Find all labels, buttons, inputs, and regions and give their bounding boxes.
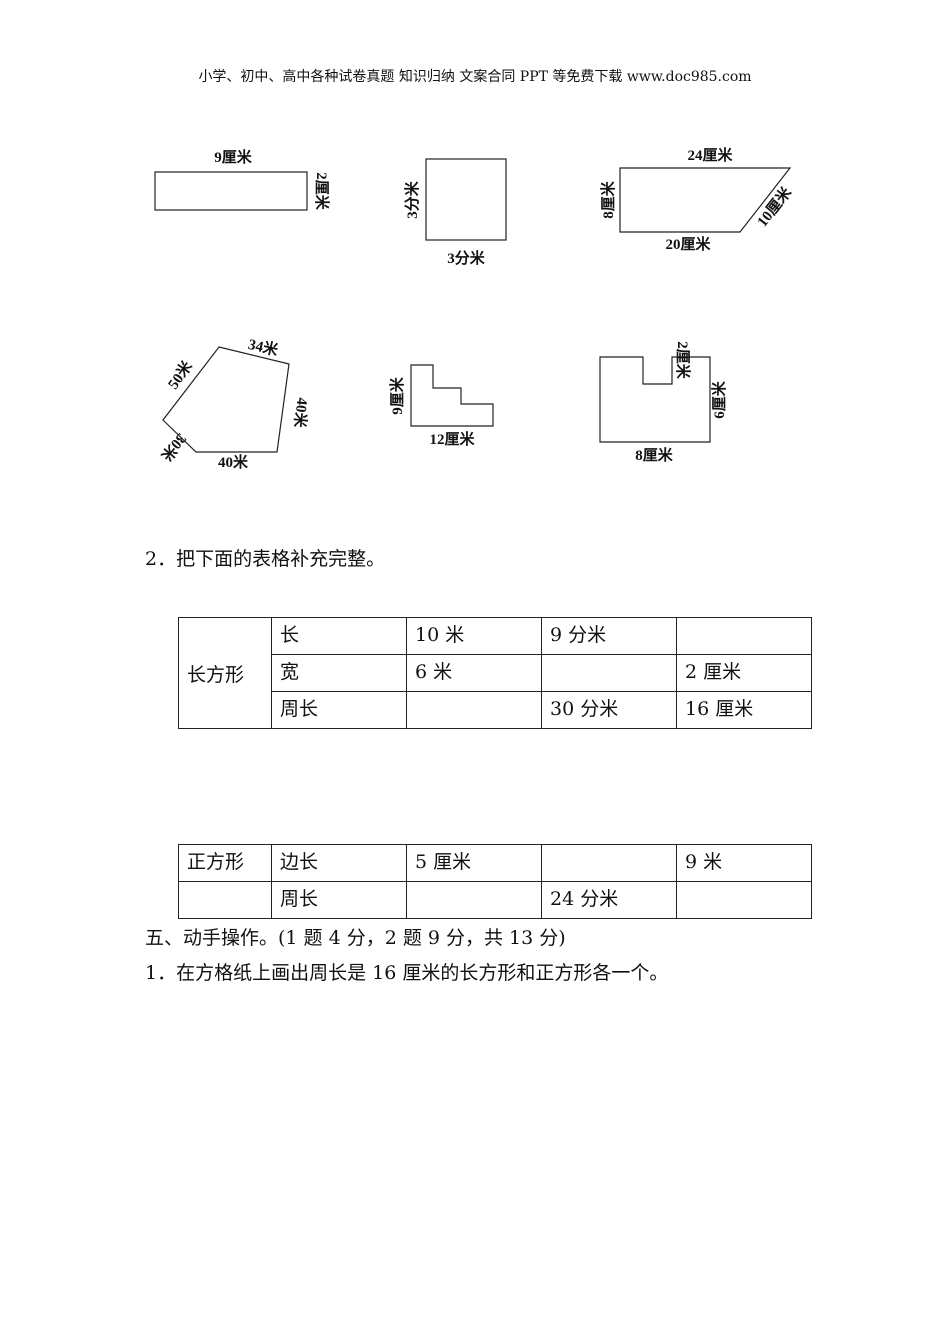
- table-cell: [406, 881, 542, 919]
- label: 3分米: [403, 180, 421, 219]
- figure-notched-rectangle: 2厘米 6厘米 8厘米: [599, 341, 728, 464]
- label: 9厘米: [214, 148, 253, 166]
- figure-staircase: 9厘米 12厘米: [388, 364, 494, 448]
- label: 20厘米: [665, 235, 711, 253]
- table-cell: [541, 844, 677, 882]
- label: 2厘米: [313, 172, 331, 211]
- label: 40米: [290, 397, 311, 430]
- label: 30米: [157, 430, 191, 465]
- figures: 9厘米 2厘米 3分米 3分米 24厘米 8厘米 20厘米 10厘米 34米 5…: [154, 146, 796, 471]
- table-cell: 边长: [271, 844, 407, 882]
- table-row: 周长 30 分米 16 厘米: [179, 691, 812, 729]
- table-cell: [406, 691, 542, 729]
- table-cell: [178, 881, 272, 919]
- label: 40米: [218, 453, 249, 471]
- table-cell: 正方形: [178, 844, 272, 882]
- square-table: 正方形 边长 5 厘米 9 米 周长 24 分米: [178, 844, 812, 919]
- label: 8厘米: [599, 180, 617, 219]
- table-cell: 5 厘米: [406, 844, 542, 882]
- table-cell: 30 分米: [541, 691, 677, 729]
- label: 8厘米: [635, 446, 674, 464]
- table-cell: 9 米: [676, 844, 812, 882]
- label: 9厘米: [388, 376, 406, 415]
- table-cell: 6 米: [406, 654, 542, 692]
- figure-square: 3分米 3分米: [403, 158, 507, 267]
- table-cell: 24 分米: [541, 881, 677, 919]
- table-row: 长方形 长 10 米 9 分米: [178, 617, 812, 729]
- table-row: 正方形 边长 5 厘米 9 米: [178, 844, 812, 882]
- table-cell: 周长: [271, 691, 407, 729]
- question-5-1: 1．在方格纸上画出周长是 16 厘米的长方形和正方形各一个。: [145, 962, 669, 984]
- table-cell: 16 厘米: [676, 691, 812, 729]
- table-cell: 长: [271, 617, 407, 655]
- figure-pentagon: 34米 50米 40米 30米 40米: [157, 335, 312, 471]
- figure-rectangle: 9厘米 2厘米: [154, 148, 331, 211]
- figure-trapezoid: 24厘米 8厘米 20厘米 10厘米: [599, 146, 796, 253]
- table-cell: 周长: [271, 881, 407, 919]
- rectangle-table: 长方形 长 10 米 9 分米 宽 6 米 2 厘米 周长 30 分米 16 厘…: [178, 617, 812, 729]
- table-cell: 9 分米: [541, 617, 677, 655]
- table-cell: [541, 654, 677, 692]
- label: 6厘米: [710, 380, 728, 419]
- label: 50米: [164, 357, 197, 393]
- table-row: 周长 24 分米: [178, 881, 812, 919]
- label: 34米: [246, 335, 280, 360]
- table-row: 宽 6 米 2 厘米: [179, 654, 812, 692]
- label: 24厘米: [687, 146, 733, 164]
- label: 3分米: [447, 249, 486, 267]
- table-cell: [676, 617, 812, 655]
- page-header: 小学、初中、高中各种试卷真题 知识归纳 文案合同 PPT 等免费下载 www.d…: [198, 69, 752, 85]
- label: 12厘米: [429, 430, 475, 448]
- question-2: 2．把下面的表格补充完整。: [145, 548, 386, 570]
- table-cell: 长方形: [178, 617, 272, 729]
- table-cell: 宽: [271, 654, 407, 692]
- label: 2厘米: [674, 341, 692, 380]
- table-cell: 10 米: [406, 617, 542, 655]
- table-cell: [676, 881, 812, 919]
- table-cell: 2 厘米: [676, 654, 812, 692]
- section-5-heading: 五、动手操作。(1 题 4 分，2 题 9 分，共 13 分): [145, 927, 566, 949]
